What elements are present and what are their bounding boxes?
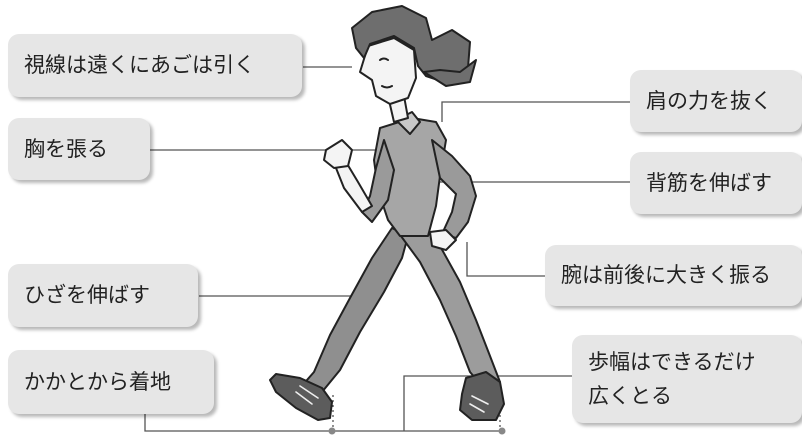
front-leg <box>397 227 501 387</box>
label-chest-text: 胸を張る <box>24 136 108 161</box>
eye <box>379 57 389 61</box>
label-shoulder: 肩の力を抜く <box>630 70 802 132</box>
label-arms-text: 腕は前後に大きく振る <box>561 263 771 287</box>
label-chest: 胸を張る <box>8 118 150 180</box>
label-back-text: 背筋を伸ばす <box>646 170 772 195</box>
label-stride-text: 歩幅はできるだけ 広くとる <box>588 345 756 413</box>
walking-woman-figure <box>269 5 505 421</box>
connector-shoulder <box>441 101 630 122</box>
stride-left-marker <box>328 427 336 435</box>
ponytail <box>423 59 477 87</box>
label-gaze: 視線は遠くにあごは引く <box>8 34 302 97</box>
label-knee: ひざを伸ばす <box>8 264 198 327</box>
label-arms: 腕は前後に大きく振る <box>545 245 802 306</box>
mouth <box>381 85 393 89</box>
rear-hand <box>429 229 457 251</box>
label-stride: 歩幅はできるだけ 広くとる <box>572 335 802 423</box>
connector-stride <box>403 375 572 431</box>
back-shoe <box>269 373 333 421</box>
label-heel-text: かかとから着地 <box>24 369 171 394</box>
label-shoulder-text: 肩の力を抜く <box>646 88 772 113</box>
face <box>359 37 417 105</box>
label-knee-text: ひざを伸ばす <box>24 283 150 307</box>
rear-arm <box>431 139 477 239</box>
forearm <box>335 161 373 213</box>
label-back: 背筋を伸ばす <box>630 152 802 214</box>
stride-right-marker <box>498 427 506 435</box>
label-stride-line1: 歩幅はできるだけ <box>588 350 756 374</box>
front-fist <box>323 139 353 169</box>
front-shoe <box>459 371 505 421</box>
back-leg <box>299 227 409 393</box>
label-stride-line2: 広くとる <box>588 384 672 408</box>
label-heel: かかとから着地 <box>8 350 214 414</box>
connector-arms <box>466 242 545 277</box>
label-gaze-text: 視線は遠くにあごは引く <box>24 53 255 77</box>
